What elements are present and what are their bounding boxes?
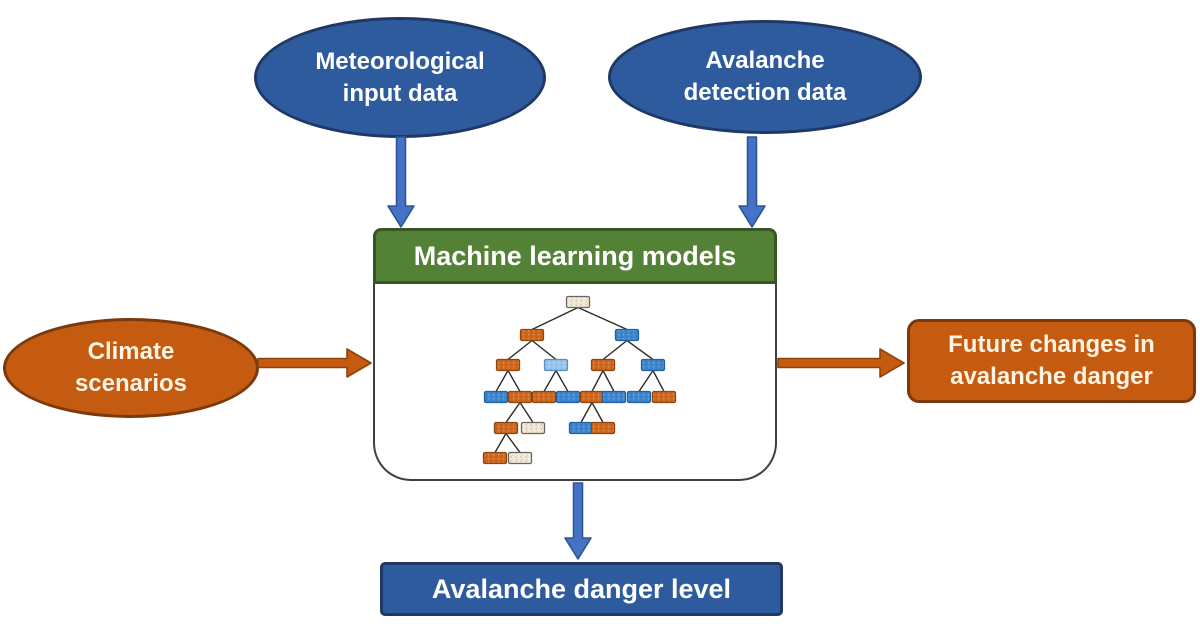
decision-tree-panel (373, 284, 777, 481)
climate-scenarios-ellipse: Climate scenarios (3, 318, 259, 418)
avalanche-danger-level-box: Avalanche danger level (380, 562, 783, 616)
arrow-climate-to-model (257, 348, 372, 378)
machine-learning-models-box: Machine learning models (373, 228, 777, 481)
avalanche-detection-ellipse: Avalanche detection data (608, 20, 922, 134)
arrow-model-to-future (777, 348, 905, 378)
arrow-model-to-danger (564, 482, 592, 560)
future-changes-box: Future changes in avalanche danger (907, 319, 1196, 403)
arrow-avalanche-to-model (738, 136, 766, 228)
meteorological-input-ellipse: Meteorological input data (254, 17, 546, 138)
arrow-met-to-model (387, 136, 415, 228)
machine-learning-models-header: Machine learning models (373, 228, 777, 284)
